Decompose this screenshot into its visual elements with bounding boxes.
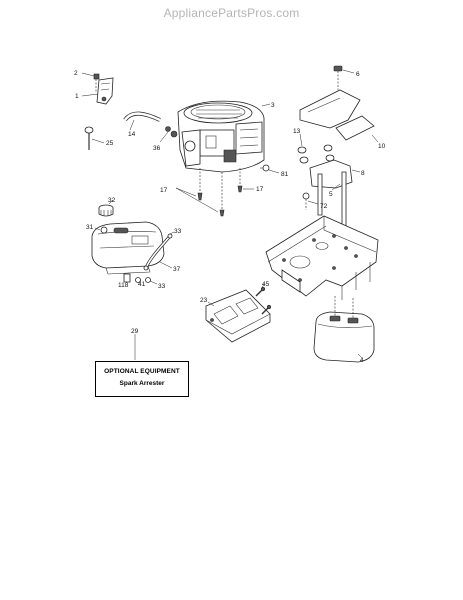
- callout-1: 1: [75, 93, 79, 100]
- leader-line: [331, 183, 341, 191]
- leader-line: [159, 261, 173, 269]
- callout-10: 10: [378, 143, 386, 150]
- callout-118: 118: [118, 282, 129, 289]
- screw-72-part: [302, 192, 310, 210]
- callout-33-bottom: 33: [158, 283, 166, 290]
- leader-line: [307, 200, 319, 205]
- leader-line: [149, 280, 158, 285]
- leader-line: [357, 353, 363, 359]
- hex-nut-part: [333, 65, 343, 90]
- callout-25: 25: [106, 140, 114, 147]
- callout-3: 3: [271, 102, 275, 109]
- callout-36: 36: [153, 145, 161, 152]
- mounting-frame-part: [265, 215, 379, 300]
- exhaust-pipe-part: [309, 159, 353, 233]
- leader-line: [261, 103, 271, 107]
- muffler-part: [313, 296, 375, 363]
- engine-mounting-bolts: [197, 168, 243, 217]
- fuel-hose-inner: [123, 112, 161, 122]
- lock-washers-part: [297, 144, 335, 164]
- leader-line: [81, 72, 95, 77]
- leader-line: [159, 131, 169, 143]
- fuel-line-part: [143, 233, 173, 271]
- leader-line: [108, 199, 114, 205]
- optional-equipment-title: OPTIONAL EQUIPMENT: [104, 368, 180, 375]
- optional-equipment-box: OPTIONAL EQUIPMENT Spark Arrester: [95, 361, 189, 397]
- site-watermark: AppliancePartsPros.com: [163, 6, 300, 20]
- leader-line: [207, 301, 215, 307]
- heat-shield-part: [205, 289, 271, 343]
- leader-line: [299, 133, 303, 147]
- fuel-cap-part: [98, 204, 114, 217]
- leader-line: [268, 169, 280, 174]
- leader-line: [129, 119, 135, 131]
- engine-part: [165, 100, 265, 173]
- callout-72: 72: [320, 203, 328, 210]
- shield-screws-part: [255, 286, 272, 315]
- callout-17-right: 17: [256, 186, 264, 193]
- fuel-tank-part: [91, 221, 165, 275]
- spark-plug-part: [84, 126, 94, 150]
- callout-45: 45: [262, 281, 270, 288]
- callout-4: 4: [360, 357, 364, 364]
- callout-17-left: 17: [160, 187, 168, 194]
- leader-line: [169, 231, 175, 235]
- callout-23: 23: [200, 297, 208, 304]
- leader-line: [94, 227, 101, 231]
- spark-arrester-label: Spark Arrester: [119, 380, 165, 387]
- leader-line: [81, 93, 99, 97]
- callout-5: 5: [329, 191, 333, 198]
- leader-line: [351, 169, 361, 173]
- leader-line: [371, 134, 379, 143]
- callout-6: 6: [356, 71, 360, 78]
- callout-2: 2: [74, 70, 78, 77]
- leader-line: [342, 69, 355, 74]
- leader-line: [175, 187, 219, 213]
- callout-81: 81: [281, 171, 289, 178]
- callout-14: 14: [128, 131, 136, 138]
- leader-line: [261, 283, 265, 289]
- callout-13: 13: [293, 128, 301, 135]
- fuel-fittings-part: [123, 273, 151, 283]
- bolt-81-part: [260, 164, 270, 172]
- callout-37: 37: [173, 266, 181, 273]
- callout-32: 32: [108, 197, 116, 204]
- callout-29: 29: [131, 328, 139, 335]
- callout-33-top: 33: [174, 228, 182, 235]
- callout-8: 8: [361, 170, 365, 177]
- throttle-control-part: [93, 73, 114, 105]
- leader-line: [91, 138, 105, 144]
- callout-41: 41: [138, 281, 146, 288]
- muffler-shield-part: [299, 89, 375, 141]
- callout-31: 31: [86, 224, 94, 231]
